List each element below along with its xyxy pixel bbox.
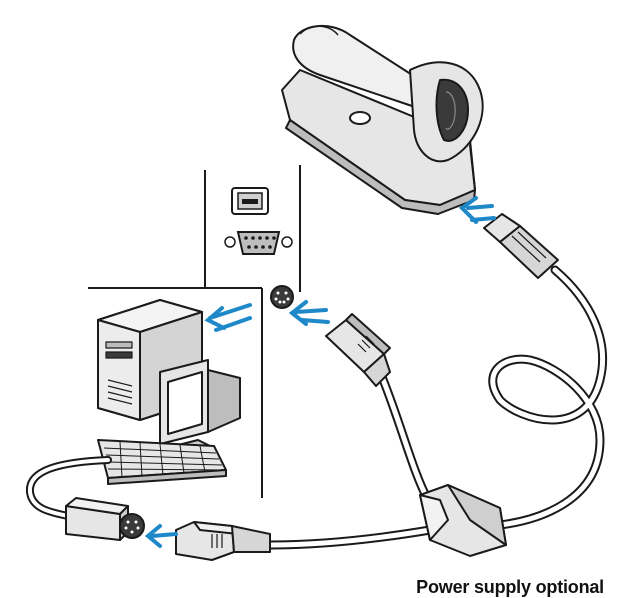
male-connector-icon <box>176 522 270 560</box>
female-connector-icon <box>66 498 144 540</box>
arrow-to-ps2-port <box>292 302 328 324</box>
keyboard-icon <box>98 440 226 484</box>
cradle-plug-icon <box>484 214 558 278</box>
serial-port-icon <box>225 232 292 254</box>
port-icon <box>232 188 268 214</box>
arrow-to-pc <box>208 305 250 330</box>
scanner-cradle-icon <box>282 26 483 214</box>
y-splitter <box>420 485 506 556</box>
monitor-icon <box>160 360 240 452</box>
ps2-port-icon <box>271 286 293 308</box>
caption-power-supply: Power supply optional <box>416 577 604 598</box>
ps2-connector-icon <box>326 314 390 386</box>
arrow-to-female-connector <box>148 526 176 546</box>
